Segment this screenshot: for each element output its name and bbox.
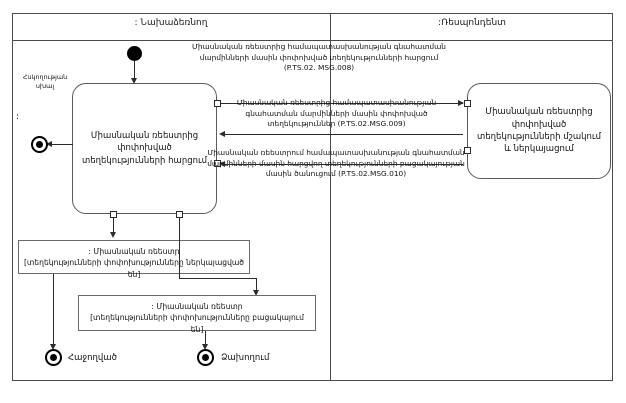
arrowhead-success [50,344,56,350]
connector-branch-right-2 [179,278,256,279]
colon-marker: : [16,112,20,122]
final-node-abort [31,136,48,153]
connector-object-1-to-success [53,274,54,346]
arrowhead-failure [202,344,208,350]
message-label-reply-009: Միասնական ռեեստրից համապատասխանության գն… [236,98,437,129]
message-label-notification-010: Միասնական ռեեստրում համապատասխանության գ… [207,148,465,179]
activity-request-changed-info[interactable]: Միասնական ռեեստրից փոփոխված տեղեկություն… [72,83,217,214]
connector-object-2-to-failure [205,331,206,347]
arrowhead-abort [46,141,52,147]
pin-left-activity-out [214,100,221,107]
connector-branch-down-2 [179,218,180,278]
arrowhead-to-object-1 [110,232,116,238]
arrowhead-message-008 [458,100,464,106]
object-node-registry-provided: : Միասնական ռեեստր [տեղեկությունների փոփ… [18,240,250,279]
final-node-success [45,349,62,366]
pin-right-activity-out [464,147,471,154]
connector-message-008 [221,103,463,104]
activity-process-and-provide-info[interactable]: Միասնական ռեեստրից փոփոխված տեղեկություն… [467,83,611,179]
final-label-failure: Ձախողում [221,353,270,363]
object-2-line-1: : Միասնական ռեեստր [151,302,243,311]
arrowhead-message-009 [219,131,225,137]
final-node-failure [197,349,214,366]
connector-to-object-1 [113,218,114,233]
arrowhead-message-010 [219,161,225,167]
lane-vertical-divider [330,13,331,381]
object-1-line-2: [տեղեկությունների փոփոխությունները ներկա… [23,258,245,279]
object-2-line-2: [տեղեկությունների փոփոխությունները բացակ… [90,313,304,334]
object-node-registry-absent: : Միասնական ռեեստր [տեղեկությունների փոփ… [78,295,316,334]
final-label-success: Հաջողված [68,353,117,363]
pin-left-activity-bottom-1 [110,211,117,218]
lane-title-respondent: :Ռեսպոնդենտ [438,18,506,28]
lane-header-divider [12,40,613,41]
initial-node [127,46,142,61]
connector-activity-to-abort [48,144,73,145]
connector-message-009 [221,134,463,135]
swimlane-frame [12,13,613,381]
object-1-line-1: : Միասնական ռեեստր [88,247,180,256]
connector-to-object-2 [256,278,257,293]
arrowhead-start-to-activity [131,78,137,84]
side-label-control-error: Հսկողության սխալ [22,73,68,90]
message-label-request-008: Միասնական ռեեստրից համապատասխանության գն… [191,42,446,73]
pin-right-activity-in [464,100,471,107]
arrowhead-to-object-2 [253,290,259,296]
lane-title-initiator: : Նախաձեռնող [134,18,208,28]
pin-left-activity-bottom-2 [176,211,183,218]
connector-start-to-activity [134,61,135,79]
connector-message-010 [221,164,463,165]
